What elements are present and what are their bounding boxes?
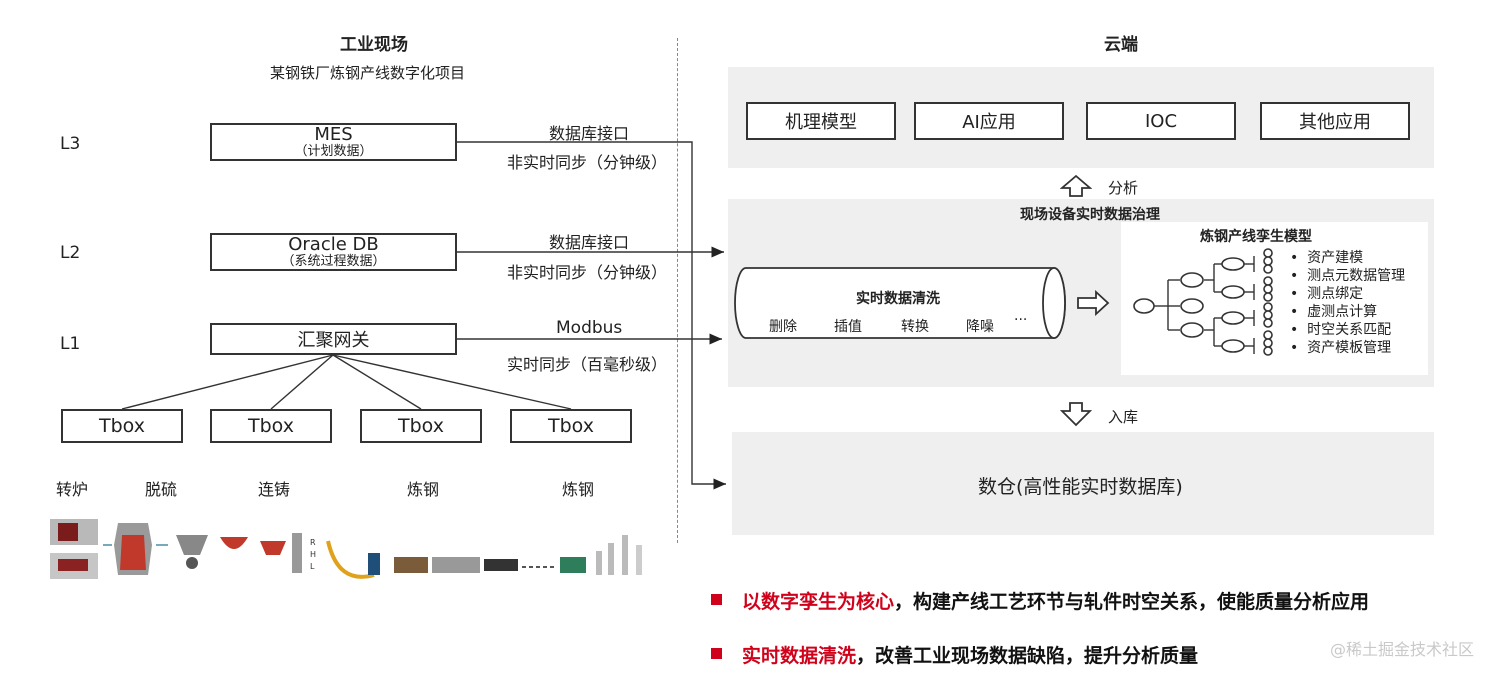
twin-model-tree-diagram [1133, 248, 1273, 356]
cleaning-op: 转换 [901, 319, 929, 335]
left-subtitle: 某钢铁厂炼钢产线数字化项目 [270, 64, 466, 82]
l1-link-top: Modbus [556, 318, 623, 338]
summary-line-1-text: ，构建产线工艺环节与轧件时空关系，使能质量分析应用 [894, 591, 1370, 613]
twin-item-label: 测点绑定 [1307, 286, 1364, 302]
down-arrow-icon [1060, 402, 1092, 427]
app-other: 其他应用 [1260, 102, 1410, 140]
l2-link-bottom: 非实时同步（分钟级） [507, 263, 668, 282]
mes-name: MES [314, 123, 353, 145]
twin-model-items: • 资产建模 • 测点元数据管理 • 测点绑定 • 虚测点计算 • 时空关系匹配… [1290, 249, 1405, 357]
summary-line-1: 以数字孪生为核心，构建产线工艺环节与轧件时空关系，使能质量分析应用 [742, 587, 1369, 614]
oracle-sub: （系统过程数据） [281, 253, 386, 269]
summary-line-1-highlight: 以数字孪生为核心 [742, 591, 895, 613]
warehouse-label: 数仓(高性能实时数据库) [978, 476, 1183, 498]
analyze-label: 分析 [1108, 179, 1139, 197]
app-label: IOC [1144, 110, 1178, 132]
cleaning-op: 降噪 [966, 319, 994, 335]
twin-item-label: 资产建模 [1307, 250, 1364, 266]
cleaning-op: 删除 [769, 319, 797, 335]
app-label: 机理模型 [785, 112, 857, 133]
app-label: AI应用 [962, 112, 1016, 133]
twin-item-label: 虚测点计算 [1307, 304, 1378, 320]
twin-item: • 资产建模 [1290, 250, 1364, 266]
cleaning-op: ··· [1014, 312, 1028, 328]
twin-item: • 测点绑定 [1290, 286, 1364, 302]
twin-item: • 虚测点计算 [1290, 304, 1378, 320]
stage-label: 脱硫 [145, 480, 178, 499]
right-arrow-icon [1077, 290, 1110, 316]
left-title: 工业现场 [340, 35, 408, 55]
level-l1: L1 [60, 334, 81, 354]
twin-model-panel [1121, 222, 1428, 375]
steelmaking-process-illustration: RHL [50, 519, 642, 579]
tbox-2: Tbox [210, 409, 332, 443]
twin-item: • 时空关系匹配 [1290, 322, 1392, 338]
gateway-name: 汇聚网关 [297, 330, 370, 351]
section-divider [677, 38, 678, 543]
svg-text:L: L [310, 562, 315, 571]
cleaning-cylinder [734, 267, 1066, 339]
gateway-box: 汇聚网关 [210, 323, 457, 355]
oracle-name: Oracle DB [288, 233, 379, 255]
tbox-1: Tbox [61, 409, 183, 443]
svg-text:R: R [310, 538, 316, 547]
level-l2: L2 [60, 243, 81, 263]
tbox-label: Tbox [248, 415, 294, 437]
right-title: 云端 [1104, 35, 1138, 55]
warehouse-panel [732, 432, 1434, 535]
stage-label: 炼钢 [407, 480, 440, 499]
level-l3: L3 [60, 134, 81, 154]
app-label: 其他应用 [1299, 112, 1371, 133]
tbox-4: Tbox [510, 409, 632, 443]
tbox-label: Tbox [99, 415, 145, 437]
twin-item: • 资产模板管理 [1290, 340, 1392, 356]
watermark: @稀土掘金技术社区 [1330, 640, 1475, 659]
twin-item-label: 时空关系匹配 [1307, 322, 1392, 338]
l3-link-bottom: 非实时同步（分钟级） [507, 153, 668, 172]
summary-line-2-highlight: 实时数据清洗 [742, 645, 857, 667]
twin-model-title: 炼钢产线孪生模型 [1200, 229, 1312, 245]
summary-line-2: 实时数据清洗，改善工业现场数据缺陷，提升分析质量 [742, 641, 1198, 668]
stage-label: 连铸 [258, 480, 291, 499]
l3-link-top: 数据库接口 [549, 124, 630, 143]
app-ioc: IOC [1086, 102, 1236, 140]
twin-item-label: 资产模板管理 [1307, 340, 1392, 356]
mes-sub: （计划数据） [294, 143, 373, 159]
twin-item: • 测点元数据管理 [1290, 268, 1406, 284]
svg-text:H: H [310, 550, 316, 559]
tbox-label: Tbox [398, 415, 444, 437]
governance-title: 现场设备实时数据治理 [1020, 207, 1160, 223]
stage-label: 炼钢 [562, 480, 595, 499]
cleaning-op: 插值 [834, 319, 862, 335]
store-label: 入库 [1108, 408, 1139, 426]
up-arrow-icon [1060, 174, 1092, 197]
app-mechanism-model: 机理模型 [746, 102, 896, 140]
tbox-3: Tbox [360, 409, 482, 443]
bullet-square-icon [711, 648, 722, 659]
cleaning-title: 实时数据清洗 [856, 291, 940, 307]
twin-item-label: 测点元数据管理 [1307, 268, 1406, 284]
bullet-square-icon [711, 594, 722, 605]
l1-link-bottom: 实时同步（百毫秒级） [507, 355, 668, 374]
l2-link-top: 数据库接口 [549, 233, 630, 252]
mes-box: MES （计划数据） [210, 123, 457, 161]
stage-label: 转炉 [56, 480, 89, 499]
app-ai: AI应用 [914, 102, 1064, 140]
summary-line-2-text: ，改善工业现场数据缺陷，提升分析质量 [856, 645, 1199, 667]
tbox-label: Tbox [548, 415, 594, 437]
oracle-box: Oracle DB （系统过程数据） [210, 233, 457, 271]
